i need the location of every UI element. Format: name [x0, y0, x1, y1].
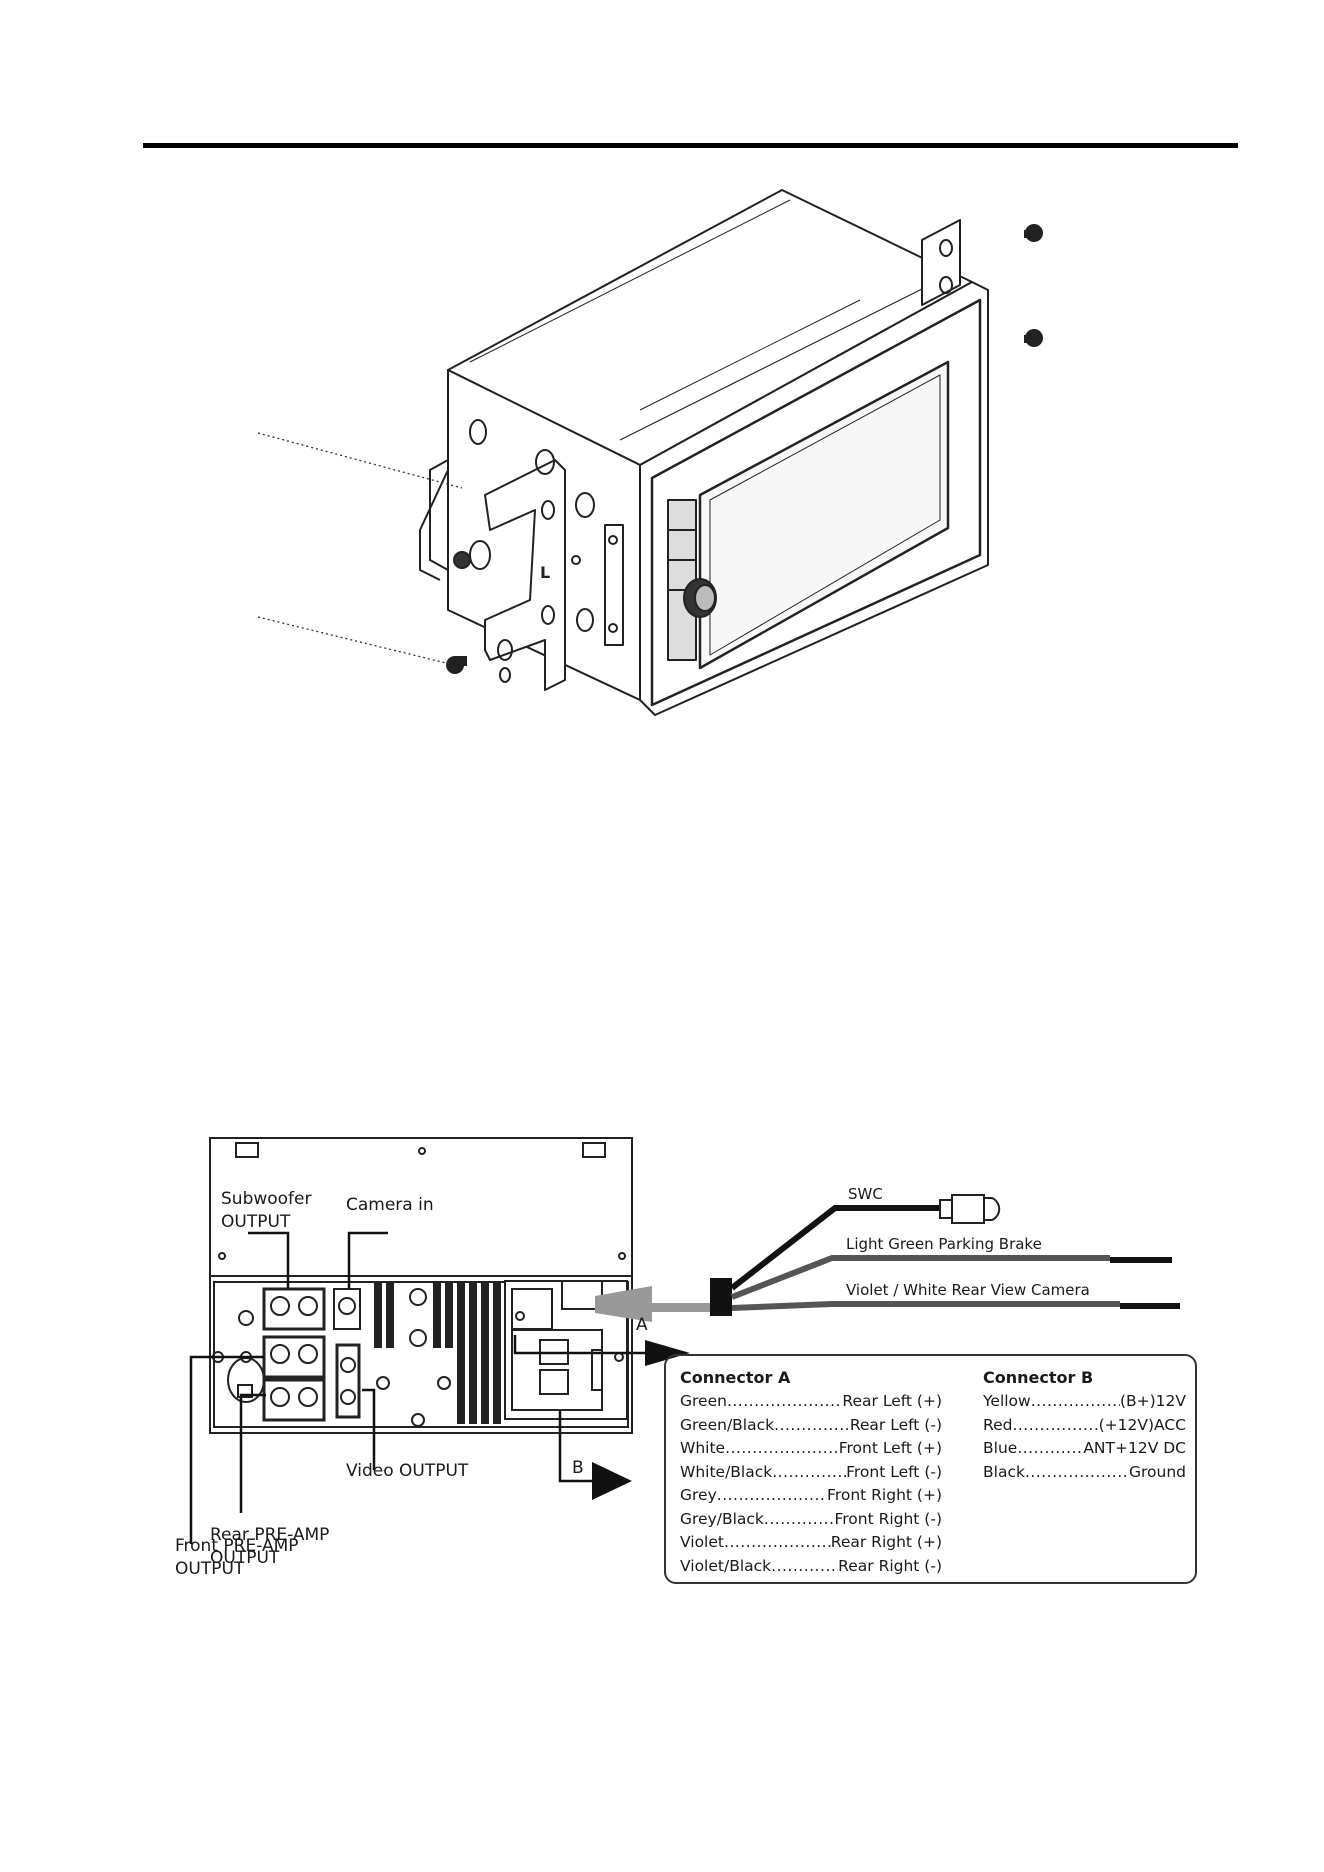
arrow-a-line	[513, 1335, 660, 1355]
leader-line-bracket	[257, 432, 463, 489]
connector-row: White Front Left (+)	[680, 1437, 942, 1461]
wire-color: White/Black	[680, 1462, 773, 1481]
connector-legend: Connector A Green Rear Left (+) Green/Blac…	[664, 1354, 1197, 1584]
installation-drawing: L	[257, 189, 1043, 716]
connector-a-rows: Green Rear Left (+) Green/Black Rear Left (…	[680, 1390, 942, 1578]
dot-leader	[727, 1390, 842, 1414]
connector-b-column: Connector B Yellow (B+)12V Red (+12V)ACC Blu…	[983, 1366, 1186, 1484]
label-arrow-b: B	[572, 1458, 584, 1478]
wire-color: Blue	[983, 1439, 1018, 1457]
leader-video	[362, 1388, 376, 1470]
label-video-output: Video OUTPUT	[346, 1461, 469, 1481]
connector-row: White/Black Front Left (-)	[680, 1461, 942, 1485]
dot-leader	[717, 1484, 827, 1508]
dot-leader	[1031, 1390, 1120, 1414]
label-swc: SWC	[848, 1185, 883, 1203]
leader-rear-preamp	[239, 1393, 266, 1513]
label-parking-brake: Light Green Parking Brake	[846, 1235, 1042, 1253]
wire-color: Black	[983, 1462, 1025, 1481]
dot-leader	[724, 1531, 831, 1555]
label-rear-preamp-text: Rear PRE-AMP OUTPUT	[210, 1525, 330, 1568]
button-strip	[667, 499, 697, 661]
label-camera-in: Camera in	[346, 1195, 434, 1215]
wire-function: Rear Left (-)	[849, 1415, 942, 1434]
connector-row: Red (+12V)ACC	[983, 1414, 1186, 1438]
dot-leader	[1012, 1414, 1098, 1438]
wire-color: Grey/Black	[680, 1509, 764, 1528]
connector-row: Grey Front Right (+)	[680, 1484, 942, 1508]
wire-color: Yellow	[983, 1392, 1031, 1410]
connector-row: Blue ANT+12V DC	[983, 1437, 1186, 1461]
label-subwoofer-output: Subwoofer OUTPUT	[221, 1188, 312, 1234]
label-subwoofer-text: Subwoofer OUTPUT	[221, 1189, 312, 1232]
connector-row: Green/Black Rear Left (-)	[680, 1414, 942, 1438]
dot-leader	[774, 1414, 850, 1438]
swc-plug	[939, 1194, 1001, 1224]
label-rear-preamp-output: Rear PRE-AMP OUTPUT	[210, 1524, 329, 1570]
wire-color: Violet/Black	[680, 1556, 772, 1575]
wire-color: Violet	[680, 1533, 724, 1551]
connector-row: Violet/Black Rear Right (-)	[680, 1555, 942, 1579]
leader-subwoofer	[248, 1231, 290, 1289]
dot-leader	[771, 1555, 838, 1579]
dot-leader	[1025, 1461, 1129, 1485]
wire-function: Front Left (-)	[846, 1462, 942, 1481]
wire-function: Front Right (-)	[834, 1509, 942, 1528]
wire-camera	[731, 1301, 1120, 1311]
arrow-b-head	[592, 1462, 632, 1500]
unit-top-face	[209, 1137, 633, 1277]
leader-front-preamp	[189, 1355, 264, 1544]
label-front-preamp-text: Front PRE-AMP OUTPUT	[175, 1536, 299, 1579]
bracket-letter: L	[540, 563, 550, 582]
connector-row: Black Ground	[983, 1461, 1186, 1485]
wire-function: Front Right (+)	[827, 1486, 942, 1504]
wire-function: ANT+12V DC	[1083, 1439, 1186, 1457]
connector-a-column: Connector A Green Rear Left (+) Green/Blac…	[680, 1366, 942, 1578]
dot-leader	[725, 1437, 839, 1461]
wire-color: Red	[983, 1415, 1013, 1434]
screw-icon	[446, 224, 1043, 674]
dot-leader	[764, 1508, 835, 1532]
wire-function: Rear Right (-)	[838, 1556, 942, 1575]
label-rear-camera: Violet / White Rear View Camera	[846, 1281, 1090, 1299]
connector-row: Grey/Black Front Right (-)	[680, 1508, 942, 1532]
wire-color: Grey	[680, 1486, 717, 1504]
connector-a-title: Connector A	[680, 1368, 791, 1387]
connector-row: Green Rear Left (+)	[680, 1390, 942, 1414]
wire-color: Green/Black	[680, 1415, 775, 1434]
wire-swc	[730, 1205, 945, 1291]
wire-function: (B+)12V	[1119, 1392, 1186, 1410]
dot-leader	[1017, 1437, 1083, 1461]
dot-leader	[772, 1461, 846, 1485]
header-rule	[143, 143, 1238, 148]
wire-function: Front Left (+)	[838, 1439, 942, 1457]
wire-function: (+12V)ACC	[1098, 1415, 1186, 1434]
wire-parking-brake	[730, 1255, 1110, 1300]
label-front-preamp-output: Front PRE-AMP OUTPUT	[175, 1535, 299, 1581]
wire-function: Rear Left (+)	[842, 1392, 942, 1410]
harness-clamp	[710, 1278, 732, 1316]
connector-row: Yellow (B+)12V	[983, 1390, 1186, 1414]
wire-function: Ground	[1128, 1462, 1186, 1481]
connector-b-title: Connector B	[983, 1368, 1094, 1387]
arrow-a-head	[645, 1340, 690, 1366]
wire-function: Rear Right (+)	[830, 1533, 942, 1551]
harness-arrow	[595, 1286, 710, 1322]
leader-camera	[347, 1231, 388, 1289]
wire-color: Green	[680, 1392, 727, 1410]
connector-row: Violet Rear Right (+)	[680, 1531, 942, 1555]
wire-color: White	[680, 1439, 726, 1457]
label-arrow-a: A	[636, 1315, 648, 1335]
